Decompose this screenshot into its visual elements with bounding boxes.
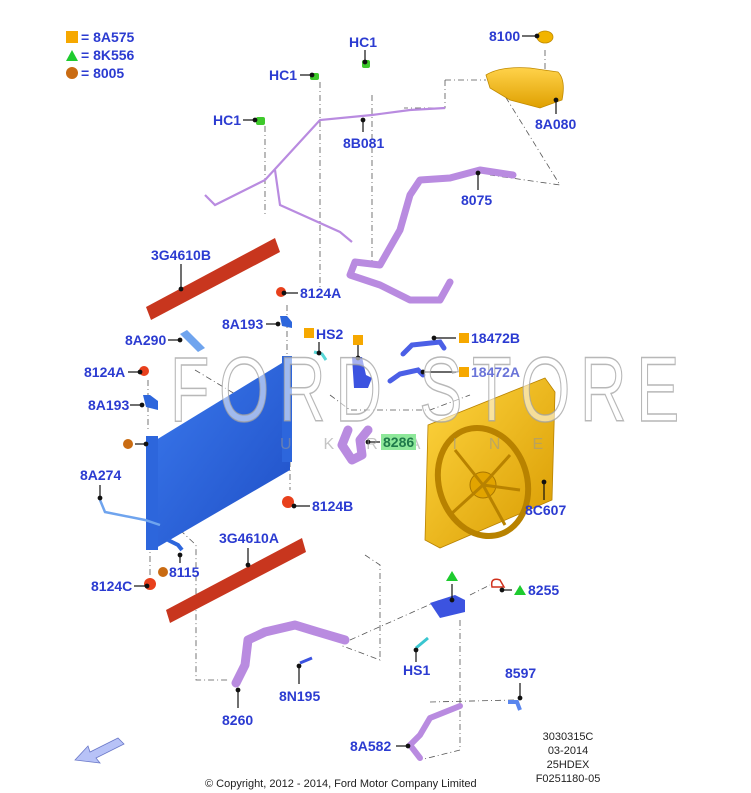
part-label-8c607[interactable]: 8C607 <box>525 502 567 518</box>
marker-8005 <box>123 439 133 449</box>
part-label-8100[interactable]: 8100 <box>489 28 521 44</box>
drain-plug-8115 <box>167 538 184 552</box>
legend-item-8005: = 8005 <box>66 64 134 82</box>
part-label-8124c[interactable]: 8124C <box>91 578 133 594</box>
part-label-hc1[interactable]: HC1 <box>269 67 298 83</box>
part-label-8124a[interactable]: 8124A <box>84 364 126 380</box>
hose-18472a <box>387 367 426 384</box>
part-label-8a193[interactable]: 8A193 <box>222 316 264 332</box>
info-code: 3030315C <box>542 731 594 743</box>
marker-8a575 <box>459 367 469 377</box>
marker-8k556 <box>514 585 526 595</box>
part-label-3g4610a[interactable]: 3G4610A <box>219 530 279 546</box>
marker-8a575 <box>353 335 363 345</box>
info-figure: F0251180-05 <box>535 773 601 785</box>
seal-8255 <box>490 578 506 588</box>
legend-item-8a575: = 8A575 <box>66 28 134 46</box>
part-label-hc1[interactable]: HC1 <box>349 34 378 50</box>
bracket-8a290 <box>180 330 205 352</box>
bracket-8a193-top <box>280 316 292 328</box>
hose-8286 <box>337 425 373 465</box>
part-label-18472b[interactable]: 18472B <box>471 330 521 346</box>
expansion-tank <box>485 67 564 109</box>
info-model: 25HDEX <box>546 759 590 771</box>
bracket-8255 <box>430 595 465 618</box>
hose-8260 <box>231 620 350 688</box>
illustration-info: 3030315C 03-2014 25HDEX F0251180-05 <box>528 730 608 786</box>
part-label-hs1[interactable]: HS1 <box>403 662 431 678</box>
hose-18472b <box>400 339 447 357</box>
clip-hs1 <box>415 636 429 650</box>
part-label-hs2[interactable]: HS2 <box>316 326 344 342</box>
direction-arrow-icon <box>74 737 125 764</box>
part-label-8a274[interactable]: 8A274 <box>80 467 122 483</box>
part-label-8124b[interactable]: 8124B <box>312 498 354 514</box>
deflector-3g4610a <box>166 538 306 623</box>
marker-8a575 <box>459 333 469 343</box>
part-label-8597[interactable]: 8597 <box>505 665 537 681</box>
part-label-hc1[interactable]: HC1 <box>213 112 242 128</box>
part-label-8a290[interactable]: 8A290 <box>125 332 167 348</box>
leader-lines <box>97 33 559 749</box>
marker-8k556 <box>446 571 458 581</box>
clip-8n195 <box>299 656 313 665</box>
part-label-8a582[interactable]: 8A582 <box>350 738 392 754</box>
triangle-icon <box>66 49 78 61</box>
part-label-8115[interactable]: 8115 <box>169 564 200 580</box>
connector-8597 <box>508 700 522 711</box>
part-label-8260[interactable]: 8260 <box>222 712 254 728</box>
sensor-8a274 <box>98 499 161 527</box>
radiator-tank-right <box>282 356 292 462</box>
hose-8075 <box>346 166 517 304</box>
hose-8a582 <box>407 703 463 748</box>
part-label-8n195[interactable]: 8N195 <box>279 688 321 704</box>
marker-8a575 <box>304 328 314 338</box>
part-label-8124a[interactable]: 8124A <box>300 285 342 301</box>
part-label-3g4610b[interactable]: 3G4610B <box>151 247 211 263</box>
info-date: 03-2014 <box>547 745 589 757</box>
radiator-tank-left <box>146 436 158 550</box>
part-label-8286[interactable]: 8286 <box>381 434 417 450</box>
deflector-3g4610b <box>146 238 280 320</box>
part-label-8255[interactable]: 8255 <box>528 582 560 598</box>
radiator <box>156 363 290 548</box>
circle-icon <box>66 67 78 79</box>
part-label-8b081[interactable]: 8B081 <box>343 135 385 151</box>
hose-8b081 <box>204 106 446 207</box>
legend-item-8k556: = 8K556 <box>66 46 134 64</box>
copyright: © Copyright, 2012 - 2014, Ford Motor Com… <box>205 778 477 790</box>
part-label-8075[interactable]: 8075 <box>461 192 493 208</box>
tank-cap <box>536 30 554 44</box>
legend: = 8A575 = 8K556 = 8005 <box>66 28 134 82</box>
marker-8005 <box>158 567 168 577</box>
bracket-8a193-left <box>143 395 158 410</box>
part-label-8a193[interactable]: 8A193 <box>88 397 130 413</box>
part-label-8a080[interactable]: 8A080 <box>535 116 577 132</box>
fan-shroud <box>424 377 556 549</box>
housing-8a575 <box>352 357 372 388</box>
square-icon <box>66 31 78 43</box>
part-label-18472a[interactable]: 18472A <box>471 364 521 380</box>
